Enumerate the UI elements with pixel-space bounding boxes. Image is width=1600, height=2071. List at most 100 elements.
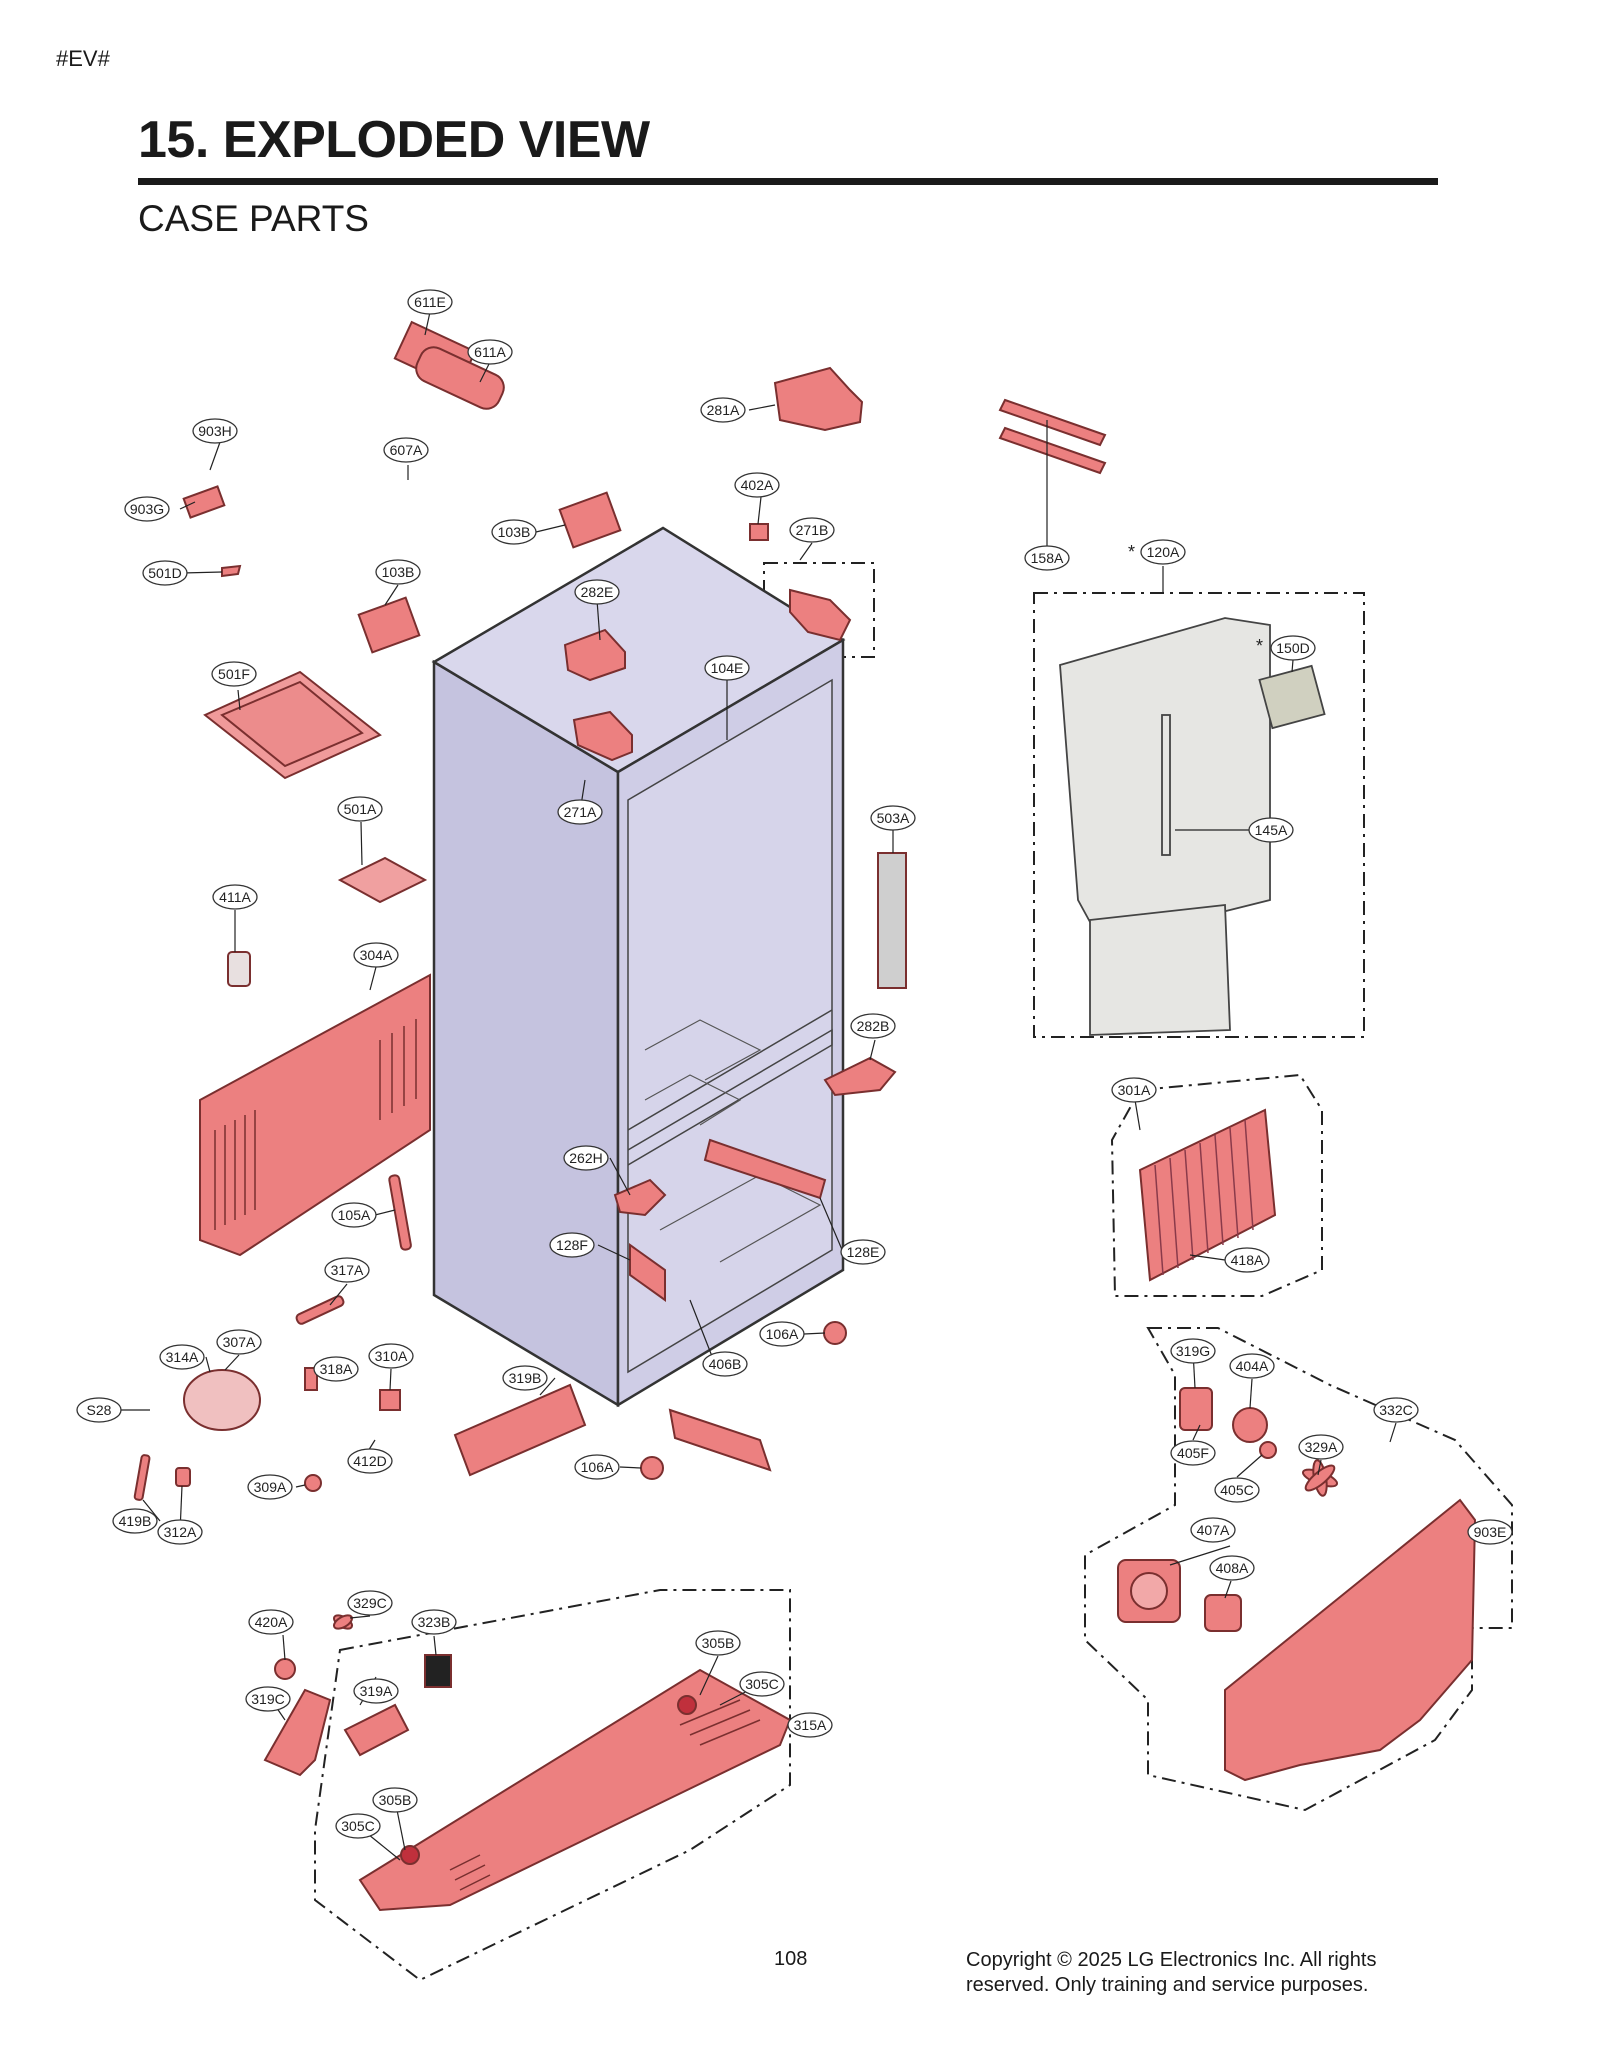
callout-271b: 271B [789, 517, 835, 543]
callout-104e: 104E [704, 655, 750, 681]
part-271A [572, 710, 633, 762]
callout-bubble [76, 1397, 122, 1423]
callout-text: 150D [1276, 640, 1309, 656]
callout-411a: 411A [212, 884, 258, 910]
callout-bubble [734, 472, 780, 498]
part-407A-hub [1130, 1572, 1168, 1610]
callout-text: 405F [1177, 1445, 1209, 1461]
callout-bubble [557, 799, 603, 825]
callout-315a: 315A [787, 1712, 833, 1738]
callout-319c: 319C [245, 1686, 291, 1712]
part-309A [304, 1474, 322, 1492]
part-312A [175, 1467, 191, 1487]
callout-309a: 309A [247, 1474, 293, 1500]
callout-128e: 128E [840, 1239, 886, 1265]
callout-bubble [759, 1321, 805, 1347]
part-103B-left [357, 596, 421, 654]
callout-text: 407A [1197, 1522, 1230, 1538]
callout-405c: 405C [1214, 1477, 1260, 1503]
callout-305c: 305C [335, 1813, 381, 1839]
callout-bubble [245, 1686, 291, 1712]
callout-332c: 332C [1373, 1397, 1419, 1423]
callout-bubble [411, 1609, 457, 1635]
callout-bubble [704, 655, 750, 681]
callout-404a: 404A [1229, 1353, 1275, 1379]
callout-319g: 319G [1170, 1338, 1216, 1364]
cabinet [431, 526, 846, 1408]
part-319C [263, 1688, 332, 1777]
dashbox-332C [1084, 1327, 1513, 1812]
callout-bubble [124, 496, 170, 522]
callout-text: 319G [1176, 1343, 1210, 1359]
callout-bubble [549, 1232, 595, 1258]
part-411A [227, 951, 251, 987]
dashbox-120A [1033, 592, 1365, 1038]
callout-607a: 607A [383, 437, 429, 463]
callout-text: 271B [796, 522, 829, 538]
part-158A-strip-2 [998, 426, 1107, 475]
part-332C [1224, 1498, 1477, 1782]
callout-bubble [700, 397, 746, 423]
part-158A-strip-1 [998, 398, 1107, 447]
callout-text: 305B [379, 1792, 412, 1808]
callout-text: 120A [1147, 544, 1180, 560]
callout-305c: 305C [739, 1671, 785, 1697]
callout-bubble [1024, 545, 1070, 571]
title-rule [138, 178, 1438, 185]
callout-304a: 304A [353, 942, 399, 968]
callout-text: 332C [1379, 1402, 1412, 1418]
page-number: 108 [774, 1948, 808, 1970]
callout-bubble [192, 418, 238, 444]
callout-bubble [112, 1508, 158, 1534]
dashbox-301A [1110, 1073, 1323, 1297]
part-408A [1204, 1594, 1242, 1632]
part-318A [304, 1367, 318, 1391]
callout-319a: 319A [353, 1678, 399, 1704]
callout-text: 145A [1255, 822, 1288, 838]
callout-420a: 420A [248, 1609, 294, 1635]
part-319G [1179, 1387, 1213, 1431]
callout-bubble [1111, 1077, 1157, 1103]
callout-text: 305C [341, 1818, 374, 1834]
part-282B [823, 1056, 897, 1097]
section-subtitle: CASE PARTS [138, 198, 369, 239]
callout-text: S28 [87, 1402, 112, 1418]
part-282E [563, 628, 626, 682]
callout-text: 903H [198, 423, 231, 439]
callout-bubble [789, 517, 835, 543]
callout-bubble [1214, 1477, 1260, 1503]
callout-text: 420A [255, 1614, 288, 1630]
callout-314a: 314A [159, 1344, 205, 1370]
callout-bubble [1190, 1517, 1236, 1543]
part-611 [393, 320, 505, 410]
callout-text: 312A [164, 1524, 197, 1540]
callout-412d: 412D [347, 1448, 393, 1474]
callout-317a: 317A [324, 1257, 370, 1283]
callout-262h: 262H [563, 1145, 609, 1171]
callout-bubble [702, 1351, 748, 1377]
callout-bubble [407, 289, 453, 315]
callout-405f: 405F [1170, 1440, 1216, 1466]
callout-bubble [216, 1329, 262, 1355]
part-304A-vents [214, 1019, 417, 1230]
callout-text: 903G [130, 501, 164, 517]
part-317A [295, 1295, 345, 1325]
callout-bubble [1298, 1434, 1344, 1460]
callout-406b: 406B [702, 1351, 748, 1377]
callout-318a: 318A [313, 1356, 359, 1382]
callout-903h: 903H [192, 418, 238, 444]
callout-text: 262H [569, 1150, 602, 1166]
part-106A-lower [640, 1456, 664, 1480]
callout-text: 408A [1216, 1560, 1249, 1576]
callout-bubble [313, 1356, 359, 1382]
callout-501a: 501A [337, 796, 383, 822]
callout-103b: 103B [375, 559, 421, 585]
callout-text: 404A [1236, 1358, 1269, 1374]
callout-text: 128E [847, 1244, 880, 1260]
part-128F [629, 1243, 666, 1302]
copyright-line-2: reserved. Only training and service purp… [966, 1974, 1369, 1996]
callout-bubble [739, 1671, 785, 1697]
callout-text: 503A [877, 810, 910, 826]
callout-bubble [142, 560, 188, 586]
